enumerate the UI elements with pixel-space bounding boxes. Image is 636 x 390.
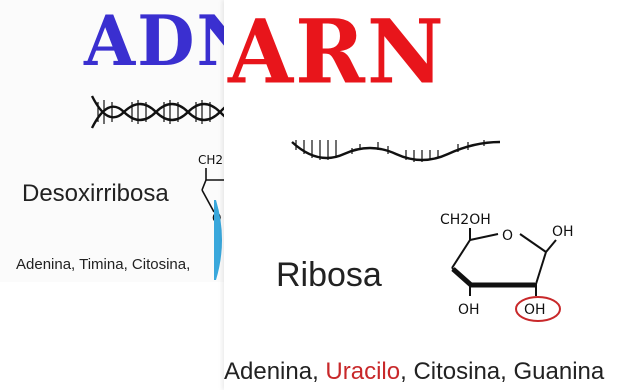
dna-bases-list: Adenina, Timina, Citosina, — [16, 256, 191, 273]
blue-arc-decoration — [214, 200, 222, 280]
oh-left-text: OH — [458, 302, 480, 318]
deoxyribose-label: Desoxirribosa — [22, 180, 169, 207]
ch2oh-text: CH2OH — [440, 212, 491, 228]
arn-panel: ARN Ribosa CH2OH — [224, 0, 636, 390]
oh-circled-text: OH — [524, 302, 546, 318]
ribose-structure: CH2OH O OH OH OH — [440, 212, 574, 322]
oh-right-text: OH — [552, 224, 574, 240]
ring-o-text: O — [502, 228, 513, 244]
ch2-text: CH2 — [198, 153, 223, 167]
adn-panel: ADN Desoxirribosa CH2 O Adenina, Timina,… — [0, 0, 228, 282]
rna-bases-list: Adenina, Uracilo, Citosina, Guanina — [224, 358, 604, 386]
arn-title: ARN — [228, 0, 446, 104]
ribose-label: Ribosa — [276, 256, 382, 294]
rna-single-strand — [291, 140, 501, 162]
base-adenina: Adenina, — [224, 358, 326, 385]
adn-title: ADN — [84, 0, 228, 82]
base-uracilo: Uracilo — [325, 358, 401, 385]
oh-highlight-circle — [515, 296, 561, 322]
dna-double-helix — [90, 95, 228, 129]
base-rest: , Citosina, Guanina — [400, 358, 605, 385]
